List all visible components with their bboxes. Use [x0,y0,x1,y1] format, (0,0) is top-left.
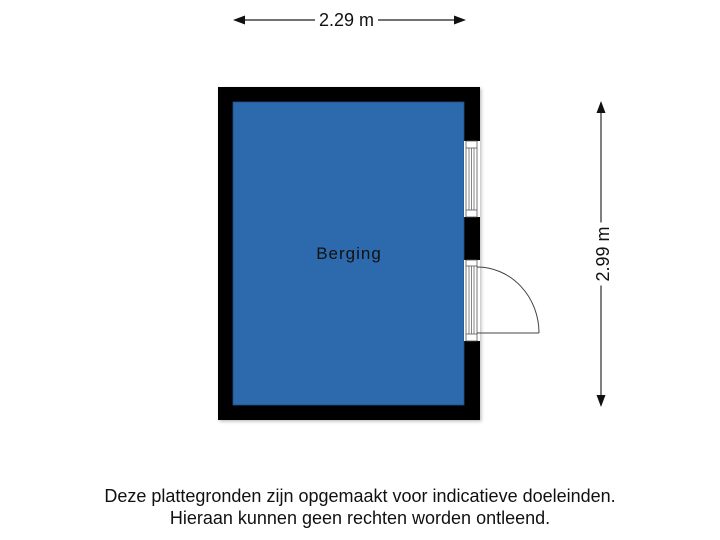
room-label-berging: Berging [316,244,382,263]
disclaimer-line-2: Hieraan kunnen geen rechten worden ontle… [169,508,551,528]
arrow-down-icon [596,395,606,407]
height-dimension-label: 2.99 m [593,222,613,286]
width-dimension-label: 2.29 m [315,11,379,29]
disclaimer-line-1: Deze plattegronden zijn opgemaakt voor i… [104,486,616,506]
arrow-up-icon [596,101,606,113]
arrow-left-icon [233,15,245,25]
arrow-right-icon [454,15,466,25]
door-swing-arc [476,266,540,334]
door [464,259,540,342]
disclaimer: Deze plattegronden zijn opgemaakt voor i… [0,485,720,529]
room-berging-fill [233,102,464,405]
window [464,140,480,218]
